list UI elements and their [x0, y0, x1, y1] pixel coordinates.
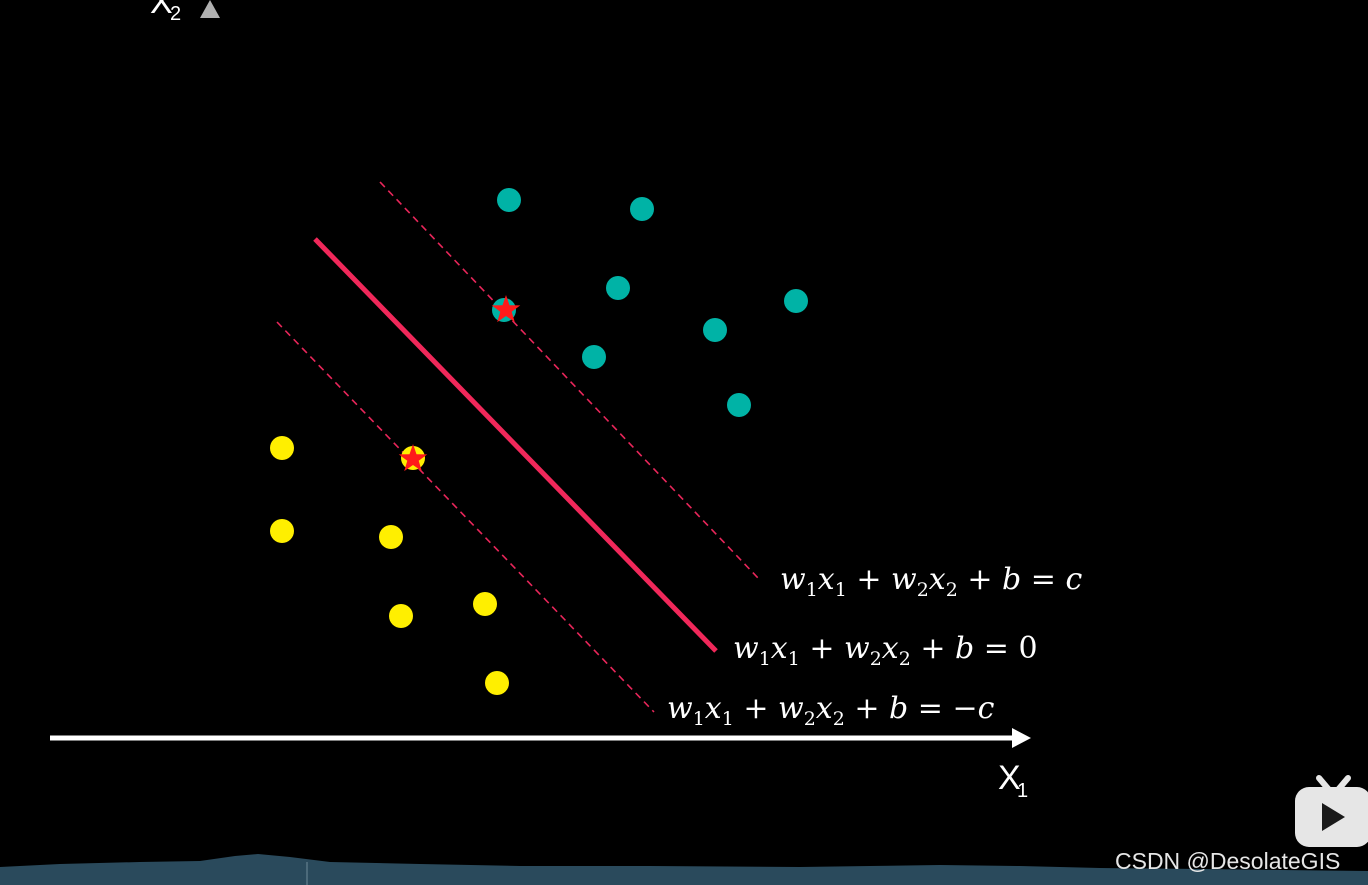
class-a-point — [582, 345, 606, 369]
y-axis-arrow — [200, 0, 220, 18]
class-a-point — [497, 188, 521, 212]
class-b-point — [379, 525, 403, 549]
upper-margin-line — [379, 181, 759, 579]
class-b-points — [270, 436, 509, 695]
x-axis-arrow — [1012, 728, 1031, 748]
class-a-point — [727, 393, 751, 417]
svg-text:2: 2 — [170, 3, 181, 25]
class-b-point — [473, 592, 497, 616]
lower-margin-equation: w1x1 + w2x2 + b = −c — [667, 691, 995, 730]
x-axis-label: X 1 — [998, 759, 1028, 802]
lower-margin-line — [276, 321, 655, 713]
upper-margin-equation: w1x1 + w2x2 + b = c — [780, 562, 1082, 601]
svg-text:1: 1 — [1017, 780, 1028, 802]
class-a-point — [703, 318, 727, 342]
bottom-landscape-band — [0, 854, 1368, 885]
svg-text:X: X — [998, 759, 1021, 797]
y-axis-label: X 2 — [150, 0, 181, 25]
class-b-point — [389, 604, 413, 628]
class-a-point — [630, 197, 654, 221]
support-vector-star-icon — [491, 295, 521, 323]
support-vector-star-icon — [398, 444, 428, 472]
class-a-points — [492, 188, 808, 417]
class-b-point — [485, 671, 509, 695]
svg-text:X: X — [150, 0, 173, 21]
bilibili-tv-icon — [1295, 775, 1368, 847]
hyperplane-equation: w1x1 + w2x2 + b = 0 — [733, 631, 1038, 670]
class-a-point — [784, 289, 808, 313]
class-a-point — [606, 276, 630, 300]
class-b-point — [270, 436, 294, 460]
class-b-point — [270, 519, 294, 543]
decision-hyperplane — [313, 237, 718, 653]
watermark-text: CSDN @DesolateGIS — [1115, 848, 1340, 874]
